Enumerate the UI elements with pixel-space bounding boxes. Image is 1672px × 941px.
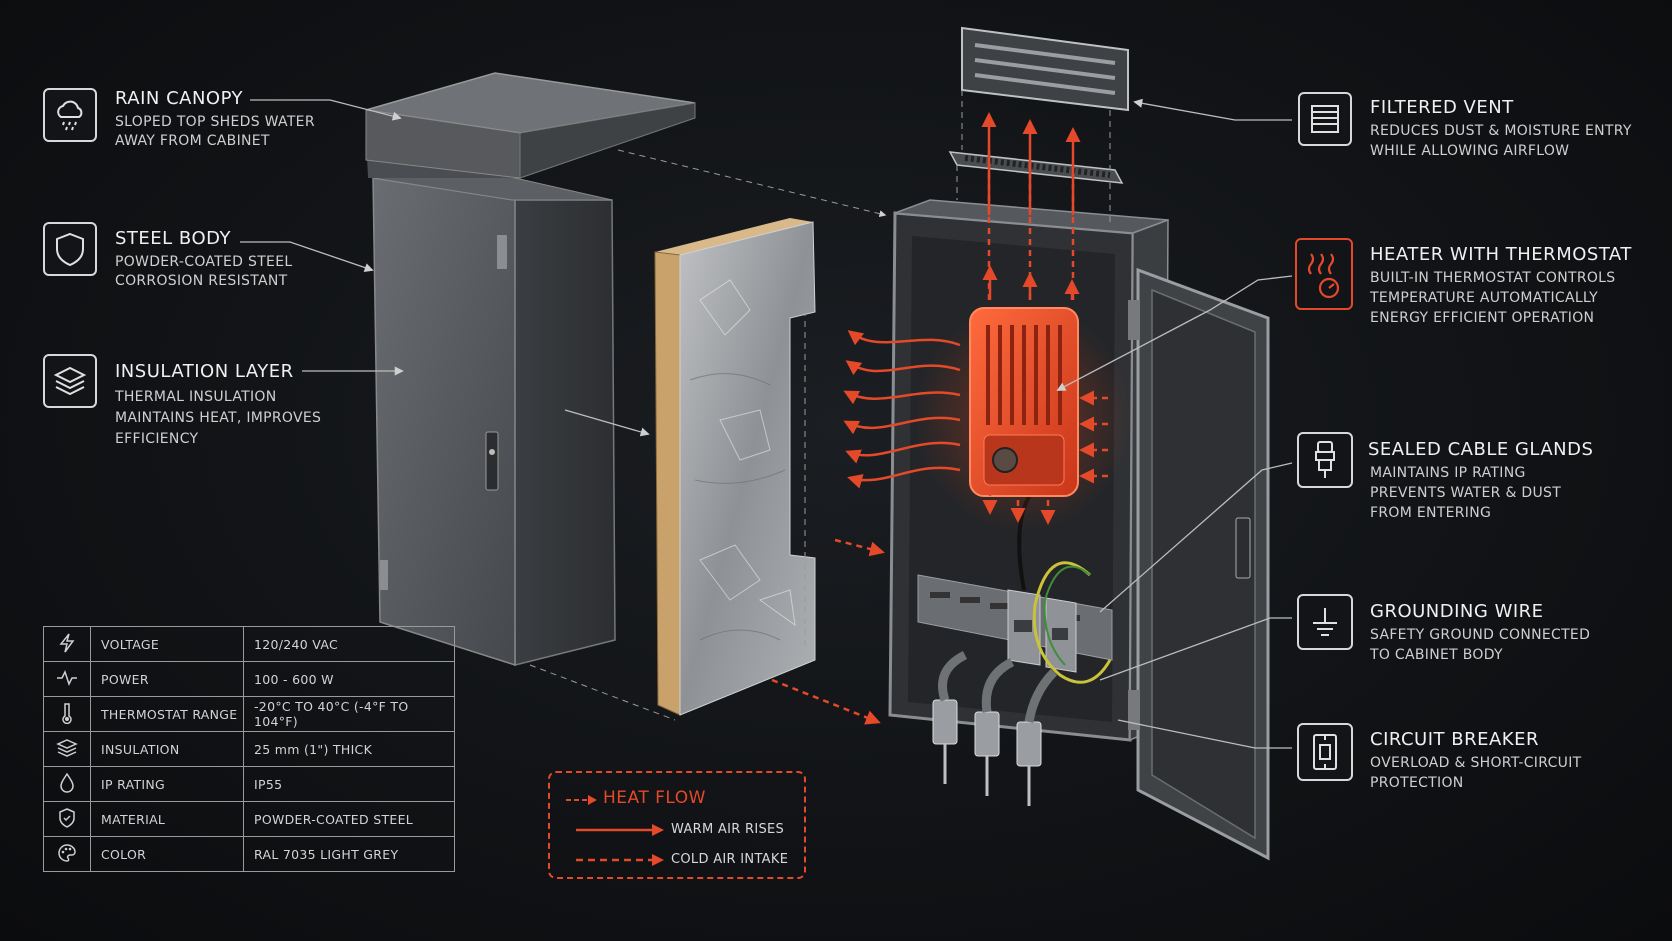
heater-unit [913, 303, 1133, 533]
spec-label: VOLTAGE [90, 626, 244, 662]
legend-cold-label: COLD AIR INTAKE [671, 852, 789, 867]
cable-glands-line-1: MAINTAINS IP RATING [1370, 465, 1526, 481]
filtered-vent [948, 26, 1129, 184]
cable-gland-icon [1297, 432, 1353, 488]
rain-canopy [365, 72, 696, 179]
heat-flow-legend: HEAT FLOW WARM AIR RISES COLD AIR INTAKE [548, 771, 806, 879]
spec-label: MATERIAL [90, 801, 244, 837]
spec-value: POWDER-COATED STEEL [243, 801, 455, 837]
filtered-vent-line-2: WHILE ALLOWING AIRFLOW [1370, 143, 1570, 159]
ground-symbol-icon [1297, 594, 1353, 650]
layers-small-icon [43, 731, 91, 767]
cable-glands-title: SEALED CABLE GLANDS [1368, 439, 1594, 460]
heater-line-2: TEMPERATURE AUTOMATICALLY [1370, 290, 1599, 306]
filtered-vent-line-1: REDUCES DUST & MOISTURE ENTRY [1370, 123, 1632, 139]
steel-body-line-2: CORROSION RESISTANT [115, 273, 288, 289]
heat-flow-arrows [771, 112, 1108, 725]
insulation-layer-title: INSULATION LAYER [115, 361, 294, 382]
spec-row: COLOR RAL 7035 LIGHT GREY [43, 836, 455, 872]
legend-warm-label: WARM AIR RISES [671, 822, 785, 837]
spec-value: 120/240 VAC [243, 626, 455, 662]
spec-row: THERMOSTAT RANGE -20°C TO 40°C (-4°F TO … [43, 696, 455, 732]
spec-label: IP RATING [90, 766, 244, 802]
shield-icon [43, 222, 97, 276]
thermometer-icon [43, 696, 91, 732]
spec-label: INSULATION [90, 731, 244, 767]
rain-canopy-line-2: AWAY FROM CABINET [115, 133, 270, 149]
leader-lines [240, 98, 1293, 749]
breaker-icon [1297, 723, 1353, 781]
heater-line-3: ENERGY EFFICIENT OPERATION [1370, 310, 1595, 326]
heater-title: HEATER WITH THERMOSTAT [1370, 244, 1632, 265]
spec-value: 25 mm (1") THICK [243, 731, 455, 767]
breaker-line-2: PROTECTION [1370, 775, 1464, 791]
vent-grille-icon [1298, 92, 1352, 146]
palette-icon [43, 836, 91, 872]
spec-row: POWER 100 - 600 W [43, 661, 455, 697]
spec-row: VOLTAGE 120/240 VAC [43, 626, 455, 662]
legend-cold-arrow [576, 854, 664, 866]
grounding-line-1: SAFETY GROUND CONNECTED [1370, 627, 1591, 643]
explode-guides [529, 90, 1111, 721]
cable-glands-line-3: FROM ENTERING [1370, 505, 1492, 521]
heater-gauge-icon [1295, 238, 1353, 310]
legend-title: HEAT FLOW [603, 788, 706, 808]
heater-line-1: BUILT-IN THERMOSTAT CONTROLS [1370, 270, 1616, 286]
spec-value: RAL 7035 LIGHT GREY [243, 836, 455, 872]
spec-table: VOLTAGE 120/240 VAC POWER 100 - 600 W TH… [43, 626, 455, 872]
droplet-icon [43, 766, 91, 802]
steel-body-line-1: POWDER-COATED STEEL [115, 254, 293, 270]
layers-icon [43, 354, 97, 408]
legend-warm-arrow [576, 824, 664, 836]
steel-body-title: STEEL BODY [115, 228, 231, 249]
breaker-title: CIRCUIT BREAKER [1370, 729, 1539, 750]
filtered-vent-title: FILTERED VENT [1370, 97, 1514, 118]
spec-row: INSULATION 25 mm (1") THICK [43, 731, 455, 767]
breaker-line-1: OVERLOAD & SHORT-CIRCUIT [1370, 755, 1582, 771]
rain-cloud-icon [43, 88, 97, 142]
spec-value: -20°C TO 40°C (-4°F TO 104°F) [243, 696, 455, 732]
insulation-layer-line-3: EFFICIENCY [115, 431, 199, 447]
rain-canopy-line-1: SLOPED TOP SHEDS WATER [115, 114, 315, 130]
rain-canopy-title: RAIN CANOPY [115, 88, 244, 109]
pulse-icon [43, 661, 91, 697]
spec-value: IP55 [243, 766, 455, 802]
spec-value: 100 - 600 W [243, 661, 455, 697]
spec-label: COLOR [90, 836, 244, 872]
cable-glands-line-2: PREVENTS WATER & DUST [1370, 485, 1562, 501]
spec-row: MATERIAL POWDER-COATED STEEL [43, 801, 455, 837]
spec-label: THERMOSTAT RANGE [90, 696, 244, 732]
grounding-title: GROUNDING WIRE [1370, 601, 1544, 622]
spec-label: POWER [90, 661, 244, 697]
open-cabinet [888, 199, 1270, 861]
insulation-layer-line-1: THERMAL INSULATION [115, 389, 277, 405]
cabinet-shell [372, 169, 616, 667]
legend-title-arrow [566, 795, 597, 805]
grounding-line-2: TO CABINET BODY [1370, 647, 1503, 663]
insulation-layer-line-2: MAINTAINS HEAT, IMPROVES [115, 410, 322, 426]
shield-small-icon [43, 801, 91, 837]
lightning-icon [43, 626, 91, 662]
spec-row: IP RATING IP55 [43, 766, 455, 802]
insulation-panel [654, 218, 816, 716]
